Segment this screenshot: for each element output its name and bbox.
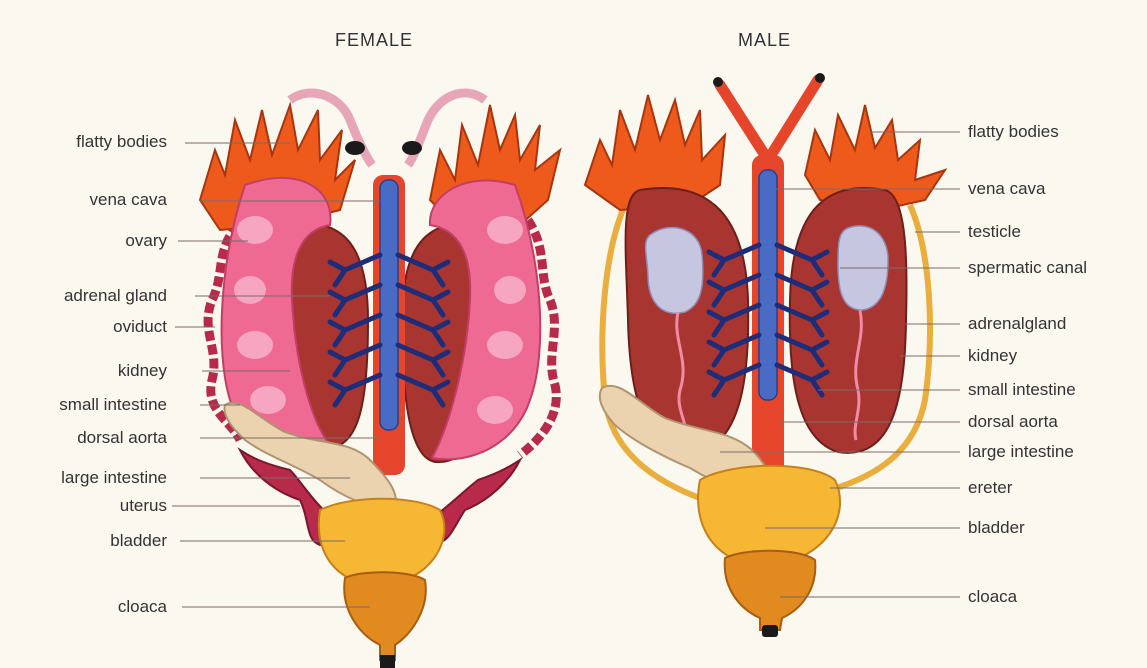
female-label-adrenal-gland: adrenal gland bbox=[64, 286, 167, 306]
female-label-uterus: uterus bbox=[120, 496, 167, 516]
female-vent bbox=[380, 655, 395, 668]
male-label-flatty-bodies: flatty bodies bbox=[968, 122, 1059, 142]
female-label-ovary: ovary bbox=[125, 231, 167, 251]
female-funnel-opening-right bbox=[402, 141, 422, 155]
male-cloaca bbox=[725, 551, 816, 630]
male-label-large-intestine: large intestine bbox=[968, 442, 1074, 462]
female-label-small-intestine: small intestine bbox=[59, 395, 167, 415]
heading-female: FEMALE bbox=[335, 30, 413, 51]
female-label-kidney: kidney bbox=[118, 361, 167, 381]
female-funnel-opening-left bbox=[345, 141, 365, 155]
female-anatomy bbox=[200, 93, 560, 668]
male-label-ereter: ereter bbox=[968, 478, 1012, 498]
female-label-vena-cava: vena cava bbox=[90, 190, 168, 210]
female-label-large-intestine: large intestine bbox=[61, 468, 167, 488]
male-label-kidney: kidney bbox=[968, 346, 1017, 366]
female-label-cloaca: cloaca bbox=[118, 597, 167, 617]
male-vent bbox=[762, 625, 778, 637]
female-label-dorsal-aorta: dorsal aorta bbox=[77, 428, 167, 448]
male-vessel-end-left bbox=[713, 77, 723, 87]
male-label-bladder: bladder bbox=[968, 518, 1025, 538]
male-label-adrenalgland: adrenalgland bbox=[968, 314, 1066, 334]
female-label-flatty-bodies: flatty bodies bbox=[76, 132, 167, 152]
female-cloaca bbox=[344, 572, 426, 660]
male-vessel-fork bbox=[720, 80, 818, 160]
male-label-vena-cava: vena cava bbox=[968, 179, 1046, 199]
female-label-oviduct: oviduct bbox=[113, 317, 167, 337]
male-label-testicle: testicle bbox=[968, 222, 1021, 242]
male-anatomy bbox=[585, 73, 945, 637]
female-vena-cava bbox=[380, 180, 398, 430]
male-vessel-end-right bbox=[815, 73, 825, 83]
female-label-bladder: bladder bbox=[110, 531, 167, 551]
male-label-spermatic-canal: spermatic canal bbox=[968, 258, 1087, 278]
male-vena-cava bbox=[759, 170, 777, 400]
male-label-cloaca: cloaca bbox=[968, 587, 1017, 607]
male-testicle-left bbox=[646, 228, 703, 314]
heading-male: MALE bbox=[738, 30, 791, 51]
male-label-small-intestine: small intestine bbox=[968, 380, 1076, 400]
male-label-dorsal-aorta: dorsal aorta bbox=[968, 412, 1058, 432]
